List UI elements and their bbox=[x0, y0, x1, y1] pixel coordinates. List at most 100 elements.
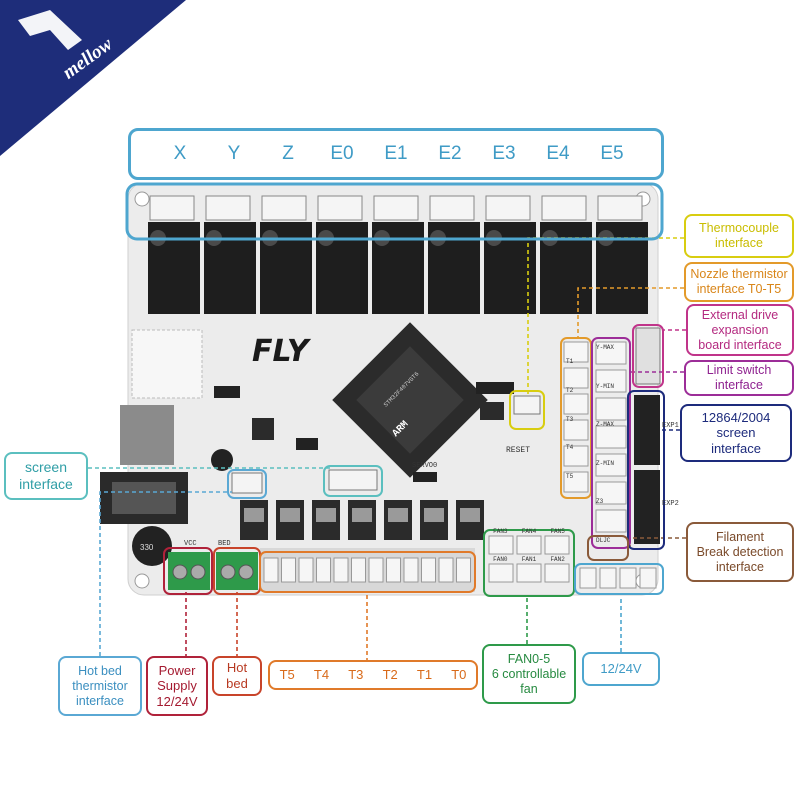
highlight-limit bbox=[591, 337, 631, 549]
temp-connector-row bbox=[263, 557, 471, 583]
silk-temp-label: T2 bbox=[566, 386, 574, 394]
temp-label-t2: T2 bbox=[382, 667, 398, 683]
silk-vcc: VCC bbox=[184, 540, 197, 548]
silk-temp-label: T1 bbox=[566, 358, 574, 365]
limit-connector bbox=[595, 425, 627, 449]
axis-label-e5: E5 bbox=[600, 143, 624, 164]
temp-connector bbox=[456, 557, 471, 583]
silk-limit-label: DLJC bbox=[596, 536, 611, 544]
highlight-thermocouple bbox=[509, 390, 545, 430]
nozzle-connector bbox=[563, 367, 589, 389]
mosfet-tab bbox=[244, 508, 264, 522]
motor-connector bbox=[205, 195, 251, 221]
vcc-connector bbox=[599, 567, 617, 589]
highlight-power bbox=[163, 547, 213, 595]
external-drive-connector bbox=[635, 327, 661, 385]
callout-nozzle-thermistor: Nozzle thermistor interface T0-T5 bbox=[684, 262, 794, 302]
nozzle-connector bbox=[563, 445, 589, 467]
highlight-drivers bbox=[125, 182, 664, 241]
capacitor bbox=[132, 526, 172, 566]
leader-hotbed-therm bbox=[99, 491, 232, 656]
silk-limit-label: Z-MAX bbox=[596, 421, 615, 429]
silk-limit-label: Z-MIN bbox=[596, 459, 615, 467]
temp-connector bbox=[298, 557, 314, 583]
limit-connector bbox=[595, 453, 627, 477]
nozzle-connector bbox=[563, 341, 589, 363]
axis-label-y: Y bbox=[227, 143, 241, 164]
fan-connector bbox=[544, 535, 570, 555]
jumper-header bbox=[214, 386, 240, 398]
mosfet-tab bbox=[316, 508, 336, 522]
nozzle-connector bbox=[563, 419, 589, 441]
callout-12-24v: 12/24V bbox=[582, 652, 660, 686]
silk-limit-label: Y-MIN bbox=[596, 382, 615, 390]
callout-filament-break: Filament Break detection interface bbox=[686, 522, 794, 582]
capacitor bbox=[211, 449, 233, 471]
callout-fan: FAN0-5 6 controllable fan bbox=[482, 644, 576, 704]
small-chip bbox=[252, 418, 274, 440]
temp-connector bbox=[438, 557, 454, 583]
mosfet-tab bbox=[388, 508, 408, 522]
temp-label-t4: T4 bbox=[313, 667, 330, 683]
callout-12864-screen: 12864/2004 screen interface bbox=[680, 404, 792, 462]
vcc-connector-row bbox=[579, 567, 657, 589]
mosfet-tab bbox=[424, 508, 444, 522]
vcc-connector bbox=[579, 567, 597, 589]
silk-fan-label: FAN4 bbox=[521, 528, 537, 535]
fan-connector bbox=[488, 535, 514, 555]
motor-connector bbox=[317, 195, 363, 221]
callout-external-drive: External drive expansion board interface bbox=[686, 304, 794, 356]
temp-label-t1: T1 bbox=[416, 667, 433, 683]
temp-connector bbox=[368, 557, 384, 583]
temp-connector bbox=[263, 557, 279, 583]
exp2-header bbox=[634, 470, 660, 544]
sd-card-slot bbox=[131, 329, 203, 399]
highlight-12864 bbox=[627, 390, 665, 550]
motor-connector bbox=[485, 195, 531, 221]
temp-label-t3: T3 bbox=[348, 667, 364, 683]
fan-connector bbox=[544, 563, 570, 583]
silk-limit-label: Y-MAX bbox=[596, 344, 615, 351]
screen-connector bbox=[231, 472, 263, 494]
silk-temp-label: T3 bbox=[566, 415, 574, 423]
limit-connector-column bbox=[595, 341, 627, 533]
callout-power-supply: Power Supply 12/24V bbox=[146, 656, 208, 716]
fan-connector bbox=[516, 563, 542, 583]
silk-reset: RESET bbox=[506, 446, 531, 455]
highlight-fans bbox=[483, 529, 575, 597]
temp-connector bbox=[351, 557, 366, 583]
callout-hot-bed: Hot bed bbox=[212, 656, 262, 696]
mosfet-tab bbox=[352, 508, 372, 522]
highlight-hotbed-therm bbox=[227, 469, 267, 499]
axis-label-e0: E0 bbox=[330, 143, 354, 164]
silk-exp2: EXP2 bbox=[662, 500, 679, 508]
temp-connector bbox=[403, 557, 419, 583]
limit-connector bbox=[595, 509, 627, 533]
limit-connector bbox=[595, 481, 627, 505]
axis-label-z: Z bbox=[282, 143, 294, 164]
axis-label-e2: E2 bbox=[438, 143, 462, 164]
temp-label-list: T5 T4 T3 T2 T1 T0 bbox=[270, 667, 476, 683]
temp-connector bbox=[421, 557, 436, 583]
vcc-connector bbox=[639, 567, 657, 589]
silk-fan-label: FAN5 bbox=[550, 528, 565, 535]
thermocouple-connector bbox=[513, 395, 541, 415]
highlight-1224 bbox=[574, 563, 664, 595]
temp-label-t5: T5 bbox=[279, 667, 295, 683]
mount-hole bbox=[134, 573, 150, 589]
silk-exp1: EXP1 bbox=[662, 422, 679, 430]
silk-fan-label: FAN1 bbox=[521, 556, 537, 563]
mount-hole bbox=[134, 191, 150, 207]
temp-connector bbox=[281, 557, 296, 583]
silk-fan-label: FAN0 bbox=[493, 556, 508, 563]
fan-connector bbox=[488, 563, 514, 583]
silk-temp-label: T5 bbox=[566, 473, 574, 480]
nozzle-connector bbox=[563, 471, 589, 493]
micro-sd-connector bbox=[120, 405, 174, 465]
silk-fan-label: FAN2 bbox=[550, 556, 565, 563]
axis-label-e3: E3 bbox=[492, 143, 516, 164]
temp-connector bbox=[316, 557, 331, 583]
fan-connector-row bbox=[488, 535, 570, 583]
